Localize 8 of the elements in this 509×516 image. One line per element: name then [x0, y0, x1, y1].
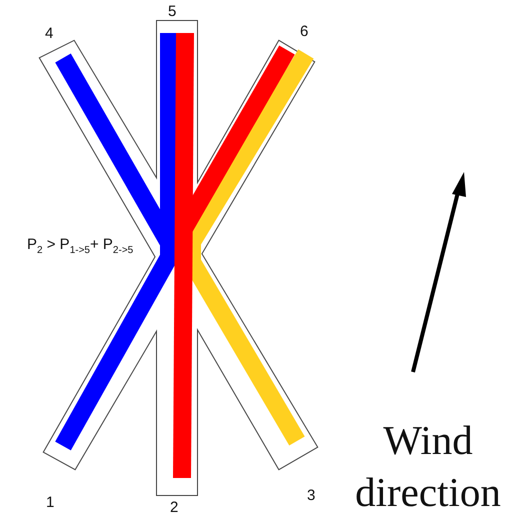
callout-number: 2 — [170, 499, 178, 516]
callout-number: 5 — [168, 3, 176, 21]
callout-number: 6 — [300, 23, 308, 41]
callout-number: 3 — [307, 487, 316, 505]
callout-number: 1 — [46, 494, 54, 512]
formula-text: P$_{2}$ > P$_{1->5}$+ P$_{2->5}$ — [27, 236, 134, 258]
callout-number: 4 — [45, 25, 54, 43]
wind-direction-label: Wind direction — [354, 416, 502, 516]
